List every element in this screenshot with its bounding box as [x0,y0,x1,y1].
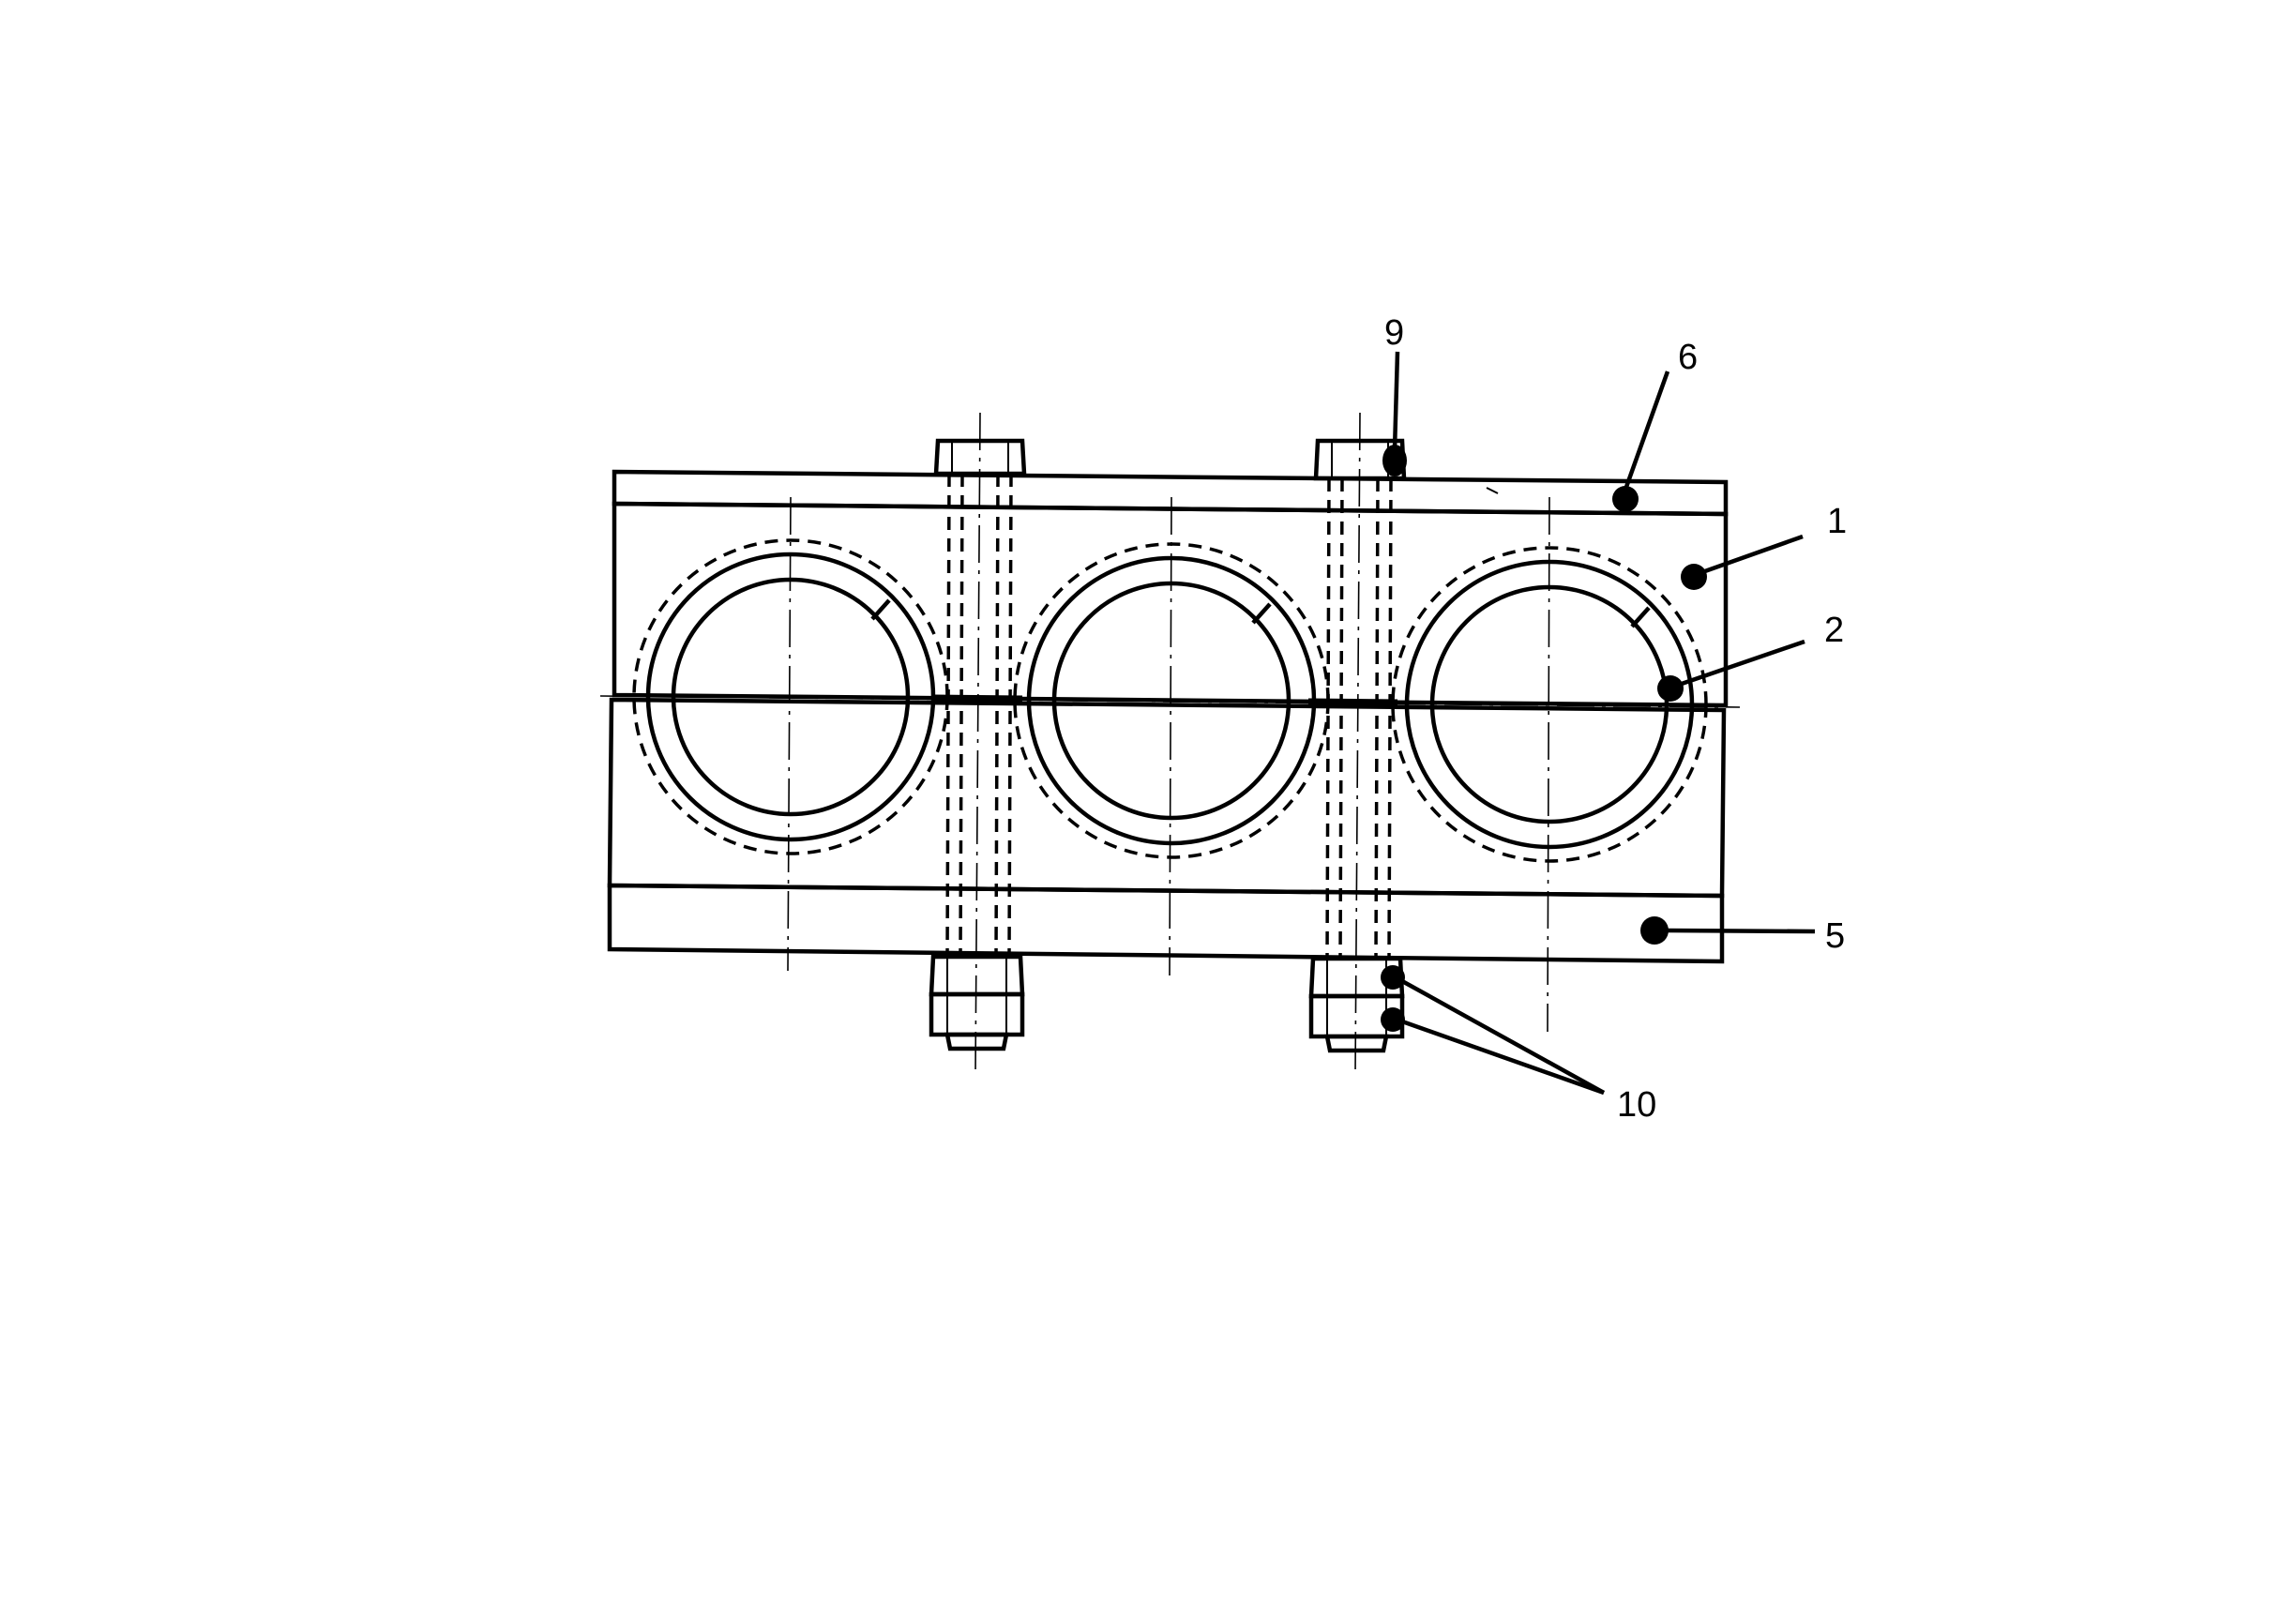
bolt-left [929,412,1027,1075]
callout-9: 9 [1382,313,1407,476]
callout-6: 6 [1612,338,1698,512]
callout-2: 2 [1657,611,1844,702]
callout-label-9: 9 [1384,313,1404,353]
upper-clamp-body [612,501,1729,708]
pipe-clamp-middle [1013,496,1330,976]
callout-label-10: 10 [1617,1085,1656,1125]
pipe-clamp-left [632,496,949,972]
callout-1: 1 [1681,502,1847,590]
callout-label-6: 6 [1678,338,1698,377]
pipe-clamp-right [1391,496,1708,1033]
callout-5: 5 [1640,916,1845,956]
callout-10: 10 [1381,965,1656,1125]
bottom-plate [607,883,1725,964]
callout-label-2: 2 [1824,611,1844,650]
callout-label-5: 5 [1825,916,1845,956]
lower-clamp-body [607,697,1727,899]
bolt-right [1308,412,1407,1075]
callout-label-1: 1 [1827,502,1847,541]
